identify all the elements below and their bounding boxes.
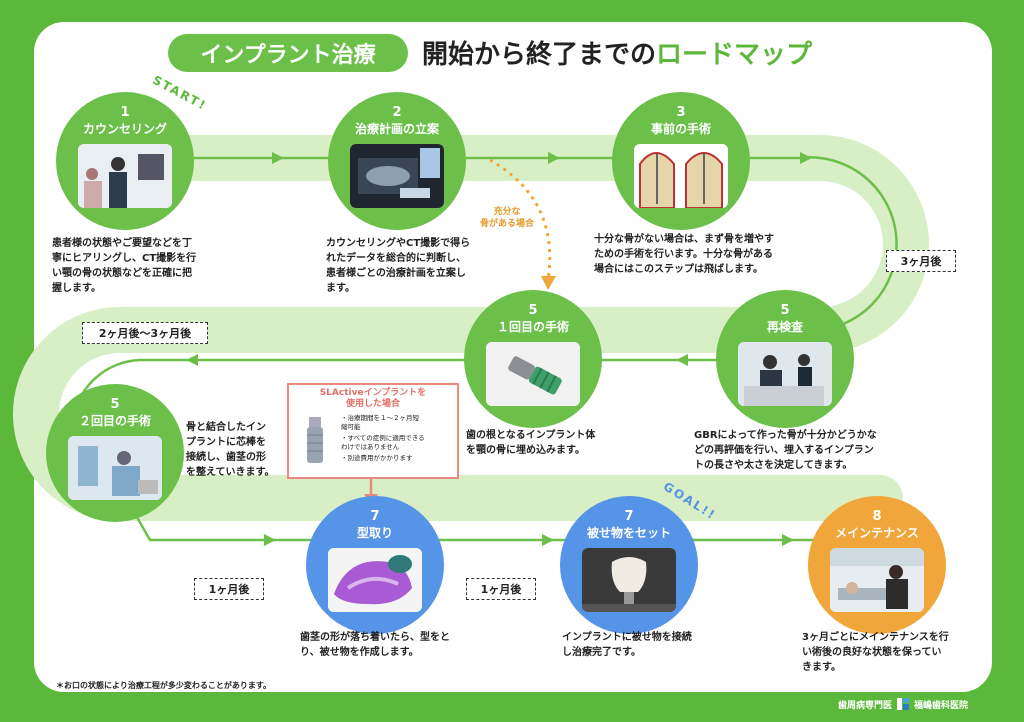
footer-note: ＊お口の状態により治療工程が多少変わることがあります。 — [56, 681, 272, 690]
duration-three-months: 3ヶ月後 — [886, 250, 956, 272]
step-number: 5 — [780, 303, 790, 318]
step-desc: 患者様の状態やご要望などを丁 寧にヒアリングし、CT撮影を行 い顎の骨の状態など… — [52, 238, 197, 294]
enough-bone-arrow — [489, 158, 552, 281]
step-label: 型取り — [356, 526, 393, 540]
step-maintenance: 8 メインテナンス — [808, 496, 946, 634]
step-treatment-plan: 2 治療計画の立案 — [328, 92, 466, 230]
slactive-title: SLActiveインプラントを 使用した場合 — [319, 388, 427, 409]
step-reexam: 5 再検査 — [716, 290, 854, 428]
arrow-6 — [542, 534, 554, 546]
step-desc: インプラントに被せ物を接続 し治療完了です。 — [562, 632, 692, 658]
arrow-1 — [272, 152, 284, 164]
clinic-specialist: 歯周病専門医 — [838, 700, 893, 711]
clinic-logo-icon — [897, 698, 910, 710]
slactive-item: すべての症例に適用できる わけではありません — [341, 434, 453, 452]
implant-photo-icon — [486, 342, 580, 406]
enough-bone-arrowhead — [541, 276, 556, 290]
step-label: 事前の手術 — [650, 122, 711, 136]
step-number: 3 — [676, 105, 686, 120]
arrow-2 — [548, 152, 560, 164]
step-label: ２回目の手術 — [78, 414, 151, 428]
step-label: カウンセリング — [82, 122, 167, 136]
step-number: 7 — [624, 509, 634, 524]
arrow-8 — [264, 534, 276, 546]
arrow-4 — [186, 354, 198, 366]
step-desc: 歯の根となるインプラント体 を顎の骨に埋め込みます。 — [466, 430, 596, 456]
step-number: 5 — [110, 397, 120, 412]
step-pre-surgery: 3 事前の手術 — [612, 92, 750, 230]
arrow-3 — [800, 152, 812, 164]
step-number: 8 — [872, 509, 882, 524]
step-second-surgery: 5 ２回目の手術 — [46, 384, 184, 522]
slactive-item: 治療期間を１〜２ヶ月短 縮可能 — [341, 414, 453, 432]
slactive-box: SLActiveインプラントを 使用した場合 治療期間を１〜２ヶ月短 縮可能 す… — [287, 383, 459, 479]
step-label: 再検査 — [766, 320, 803, 334]
clinic-name: 福嶋歯科医院 — [914, 700, 969, 711]
crown-photo-icon — [582, 548, 676, 612]
step-impression: 7 型取り — [306, 496, 444, 634]
step-crown: 7 被せ物をセット — [560, 496, 698, 634]
slactive-item: 別途費用がかかります — [341, 454, 453, 463]
title-prefix: 開始から終了までの — [422, 40, 657, 70]
step-label: 治療計画の立案 — [354, 122, 439, 136]
step-number: 5 — [528, 303, 538, 318]
step-number: 1 — [120, 105, 130, 120]
step-number: 7 — [370, 509, 380, 524]
surgery-photo-icon — [68, 436, 162, 500]
step-number: 2 — [392, 105, 402, 120]
slactive-implant-icon — [307, 417, 323, 463]
bone-graft-diagram-icon — [634, 144, 728, 208]
arrow-7 — [782, 534, 794, 546]
reexam-photo-icon — [738, 342, 832, 406]
clinic-logo: 歯周病専門医 福嶋歯科医院 — [838, 697, 968, 711]
slactive-list: 治療期間を１〜２ヶ月短 縮可能 すべての症例に適用できる わけではありません 別… — [341, 414, 453, 465]
step-desc: 十分な骨がない場合は、まず骨を増やす ための手術を行います。十分な骨がある 場合… — [594, 234, 774, 275]
step-desc: GBRによって作った骨が十分かどうかな どの再評価を行い、埋入するインプラン ト… — [694, 430, 877, 471]
enough-bone-label: 充分な 骨がある場合 — [480, 207, 535, 229]
step-desc: 骨と結合したイン プラントに芯棒を 接続し、歯茎の形 を整えていきます。 — [186, 422, 275, 478]
step-first-surgery: 5 １回目の手術 — [464, 290, 602, 428]
title-accent: ロードマップ — [656, 40, 813, 70]
step-label: メインテナンス — [835, 526, 919, 540]
route-line-top — [110, 156, 898, 332]
step-counseling: 1 カウンセリング — [56, 92, 194, 230]
arrow-5 — [676, 354, 688, 366]
counseling-photo-icon — [78, 144, 172, 208]
duration-two-three-months: 2ヶ月後〜3ヶ月後 — [82, 322, 208, 344]
step-label: 被せ物をセット — [586, 526, 671, 540]
page-title: 開始から終了までのロードマップ — [422, 34, 812, 71]
step-label: １回目の手術 — [496, 320, 569, 334]
step-desc: 歯茎の形が落ち着いたら、型をと り、被せ物を作成します。 — [300, 632, 450, 658]
step-desc: 3ヶ月ごとにメインテナンスを行 い術後の良好な状態を保ってい きます。 — [802, 632, 949, 673]
step-desc: カウンセリングやCT撮影で得ら れたデータを総合的に判断し、 患者様ごとの治療計… — [326, 238, 471, 294]
ct-scan-photo-icon — [350, 144, 444, 208]
maintenance-photo-icon — [830, 548, 924, 612]
duration-one-month-a: 1ヶ月後 — [194, 578, 264, 600]
impression-photo-icon — [328, 548, 422, 612]
title-pill: インプラント治療 — [168, 34, 408, 72]
duration-one-month-b: 1ヶ月後 — [466, 578, 536, 600]
